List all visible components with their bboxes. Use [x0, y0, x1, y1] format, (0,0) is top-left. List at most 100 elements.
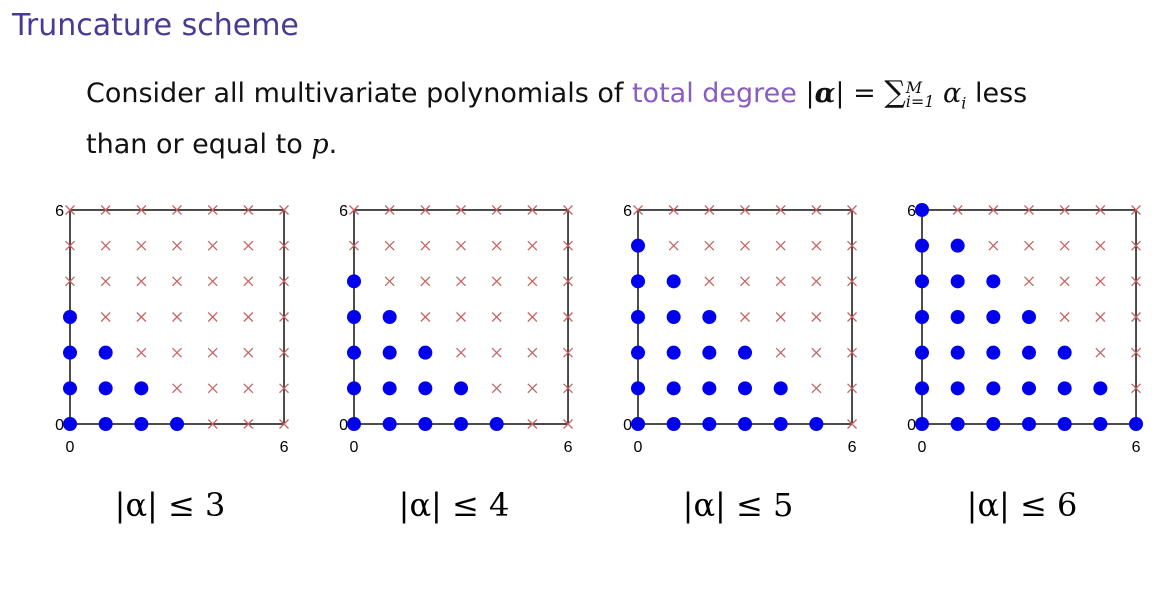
selected-multi-index-point: [382, 417, 397, 431]
selected-multi-index-point: [98, 417, 113, 431]
x-tick-label-min: 0: [918, 439, 927, 456]
selected-multi-index-point: [915, 274, 929, 289]
selected-multi-index-point: [418, 417, 433, 431]
selected-multi-index-point: [773, 381, 788, 396]
selected-multi-index-point: [915, 309, 929, 324]
selected-multi-index-point: [666, 309, 681, 324]
equals-sign: =: [853, 78, 876, 109]
x-tick-label-max: 6: [848, 439, 857, 456]
excluded-multi-index-point: [384, 240, 395, 251]
selected-multi-index-point: [738, 381, 753, 396]
excluded-multi-index-point: [1131, 240, 1141, 251]
selected-multi-index-point: [1093, 381, 1108, 396]
selected-multi-index-point: [915, 202, 929, 217]
selected-multi-index-point: [631, 381, 645, 396]
excluded-multi-index-point: [527, 312, 538, 322]
selected-multi-index-point: [666, 381, 681, 396]
selected-multi-index-point: [347, 381, 361, 396]
selected-multi-index-point: [1022, 381, 1037, 396]
excluded-multi-index-point: [491, 205, 502, 215]
selected-multi-index-point: [418, 345, 433, 360]
selected-multi-index-point: [63, 309, 77, 324]
excluded-multi-index-point: [100, 240, 111, 251]
excluded-multi-index-point: [491, 383, 502, 394]
excluded-multi-index-point: [1131, 276, 1141, 287]
x-tick-label-max: 6: [280, 439, 289, 456]
selected-multi-index-point: [98, 345, 113, 360]
excluded-multi-index-point: [668, 205, 679, 215]
excluded-multi-index-point: [207, 312, 218, 322]
selected-multi-index-point: [915, 417, 929, 431]
excluded-multi-index-point: [527, 205, 538, 215]
excluded-multi-index-point: [988, 205, 999, 215]
excluded-multi-index-point: [420, 240, 431, 251]
excluded-multi-index-point: [243, 347, 254, 358]
body-line-2: than or equal to p.: [86, 124, 1166, 166]
excluded-multi-index-point: [207, 205, 218, 215]
selected-multi-index-point: [986, 309, 1001, 324]
selected-multi-index-point: [1057, 345, 1072, 360]
excluded-multi-index-point: [243, 383, 254, 394]
excluded-multi-index-point: [668, 240, 679, 251]
selected-multi-index-point: [631, 345, 645, 360]
selected-multi-index-point: [454, 381, 469, 396]
excluded-multi-index-point: [1024, 276, 1034, 287]
alpha-symbol: α: [814, 78, 836, 109]
excluded-multi-index-point: [456, 347, 466, 358]
excluded-multi-index-point: [563, 240, 573, 251]
excluded-multi-index-point: [811, 347, 822, 358]
selected-multi-index-point: [666, 274, 681, 289]
excluded-multi-index-point: [847, 312, 857, 322]
excluded-multi-index-point: [1059, 276, 1070, 287]
selected-multi-index-point: [950, 238, 965, 253]
selected-multi-index-point: [986, 345, 1001, 360]
abs-open: |: [805, 78, 815, 109]
selected-multi-index-point: [347, 274, 361, 289]
excluded-multi-index-point: [279, 276, 289, 287]
selected-multi-index-point: [738, 345, 753, 360]
excluded-multi-index-point: [1131, 205, 1141, 215]
excluded-multi-index-point: [811, 240, 822, 251]
selected-multi-index-point: [702, 345, 717, 360]
excluded-multi-index-point: [207, 419, 218, 429]
excluded-multi-index-point: [811, 276, 822, 287]
excluded-multi-index-point: [563, 276, 573, 287]
excluded-multi-index-point: [563, 347, 573, 358]
selected-multi-index-point: [950, 274, 965, 289]
selected-multi-index-point: [382, 345, 397, 360]
excluded-multi-index-point: [988, 240, 999, 251]
excluded-multi-index-point: [136, 240, 147, 251]
slide-title: Truncature scheme: [12, 8, 299, 43]
excluded-multi-index-point: [279, 347, 289, 358]
selected-multi-index-point: [950, 345, 965, 360]
x-tick-label-min: 0: [350, 439, 359, 456]
excluded-multi-index-point: [172, 312, 182, 322]
excluded-multi-index-point: [172, 276, 182, 287]
selected-multi-index-point: [489, 417, 504, 431]
excluded-multi-index-point: [172, 240, 182, 251]
excluded-multi-index-point: [207, 383, 218, 394]
excluded-multi-index-point: [65, 276, 75, 287]
excluded-multi-index-point: [207, 276, 218, 287]
excluded-multi-index-point: [633, 205, 643, 215]
y-tick-label-min: 0: [55, 417, 64, 434]
excluded-multi-index-point: [491, 240, 502, 251]
excluded-multi-index-point: [1095, 347, 1106, 358]
selected-multi-index-point: [702, 417, 717, 431]
selected-multi-index-point: [950, 309, 965, 324]
excluded-multi-index-point: [1095, 312, 1106, 322]
excluded-multi-index-point: [563, 419, 573, 429]
selected-multi-index-point: [98, 381, 113, 396]
excluded-multi-index-point: [740, 276, 750, 287]
y-tick-label-max: 6: [339, 203, 348, 220]
excluded-multi-index-point: [527, 419, 538, 429]
selected-multi-index-point: [950, 417, 965, 431]
selected-multi-index-point: [950, 381, 965, 396]
selected-multi-index-point: [915, 238, 929, 253]
selected-multi-index-point: [809, 417, 824, 431]
selected-multi-index-point: [702, 309, 717, 324]
selected-multi-index-point: [631, 417, 645, 431]
